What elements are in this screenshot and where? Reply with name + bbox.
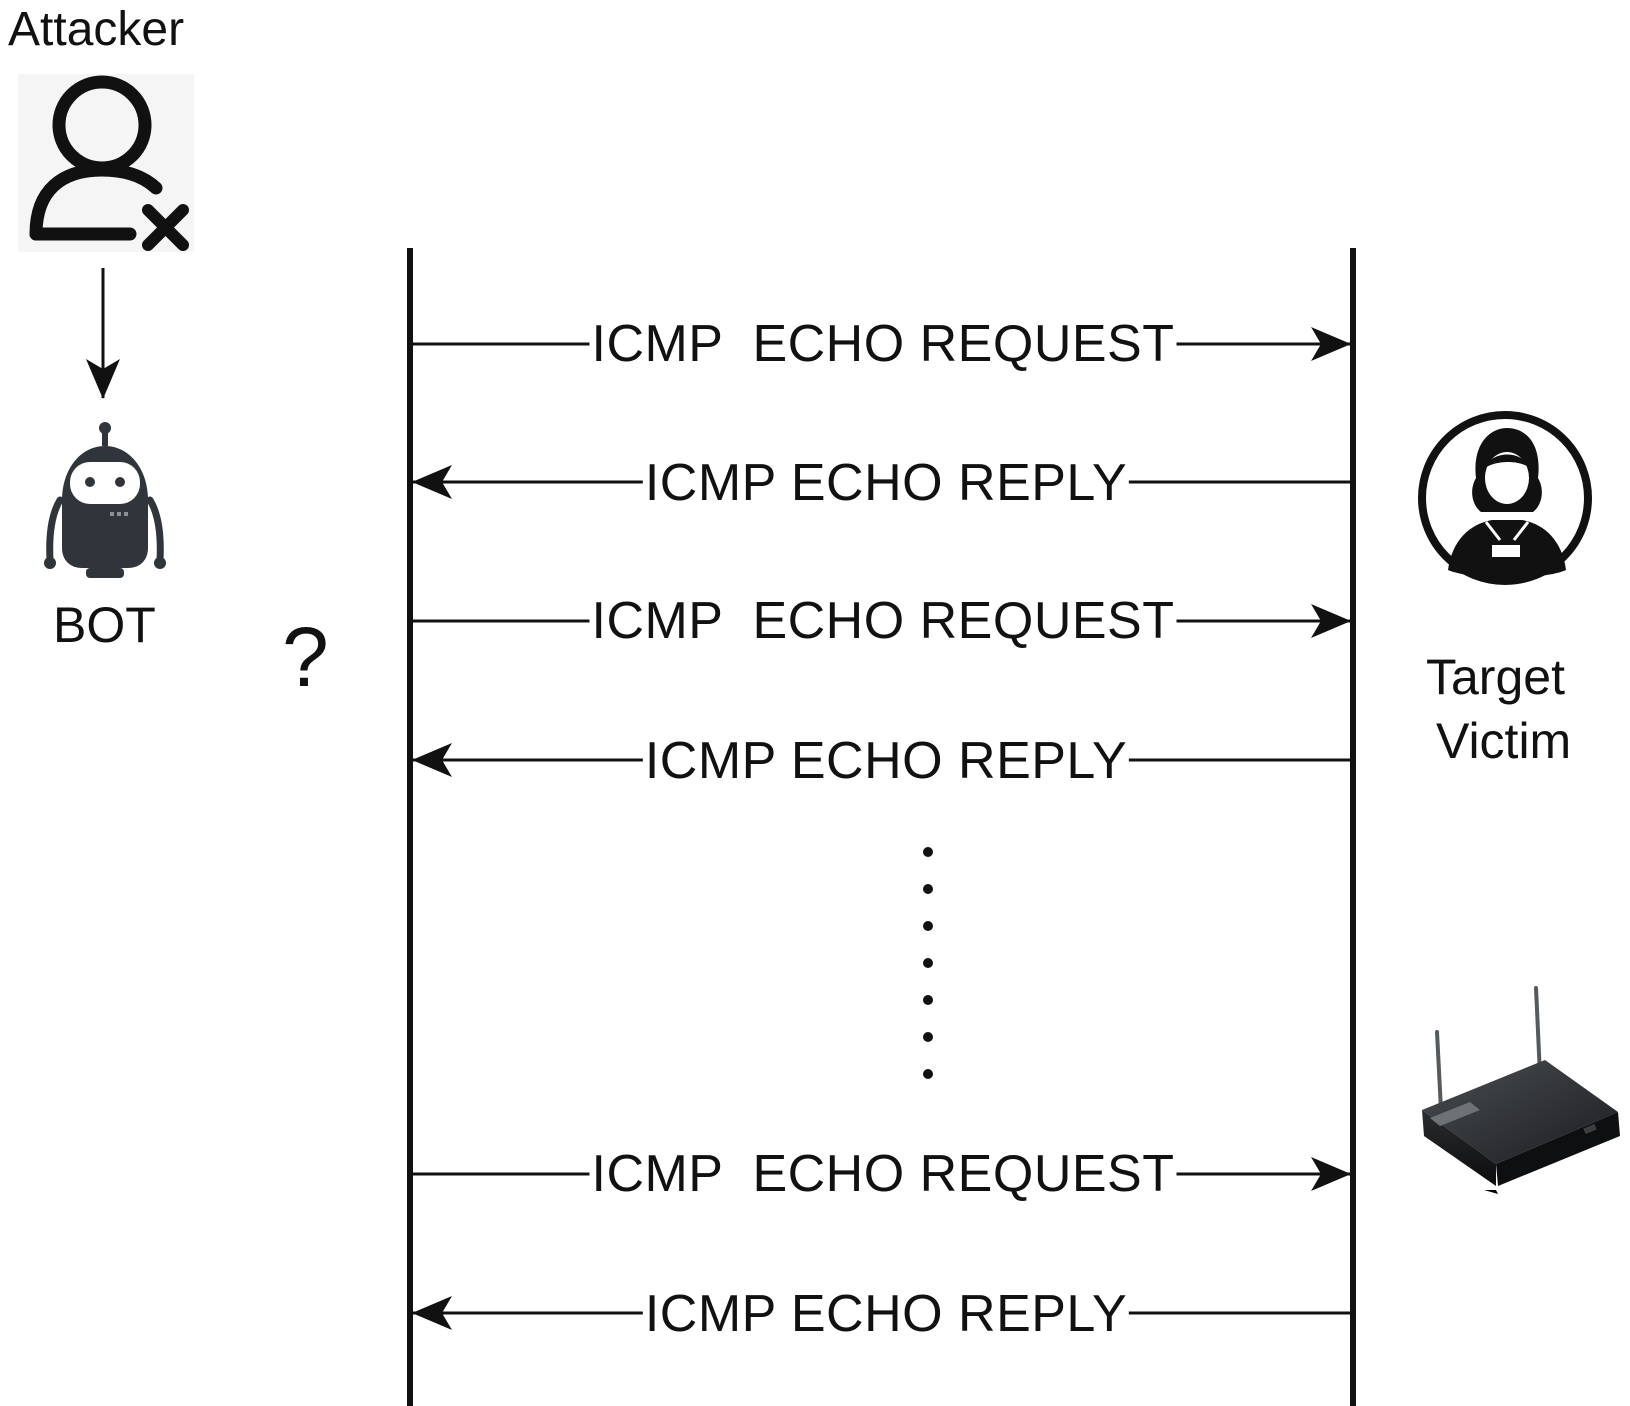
attacker-icon	[18, 74, 194, 252]
victim-person-icon	[1418, 411, 1592, 585]
question-mark: ?	[282, 610, 329, 704]
target-label-line1: Target	[1426, 649, 1565, 705]
message-label-1: ICMP ECHO REQUEST	[589, 315, 1177, 373]
message-label-3: ICMP ECHO REQUEST	[589, 592, 1177, 650]
attacker-label: Attacker	[8, 3, 185, 56]
continuation-dots	[923, 847, 933, 1079]
message-label-5: ICMP ECHO REQUEST	[589, 1145, 1177, 1203]
robot-icon	[44, 422, 166, 578]
bot-label: BOT	[53, 597, 156, 653]
message-label-2: ICMP ECHO REPLY	[642, 454, 1130, 512]
target-label-line2: Victim	[1436, 713, 1572, 769]
wireless-router-icon	[1422, 986, 1620, 1194]
message-label-6: ICMP ECHO REPLY	[642, 1285, 1130, 1343]
message-label-4: ICMP ECHO REPLY	[642, 732, 1130, 790]
